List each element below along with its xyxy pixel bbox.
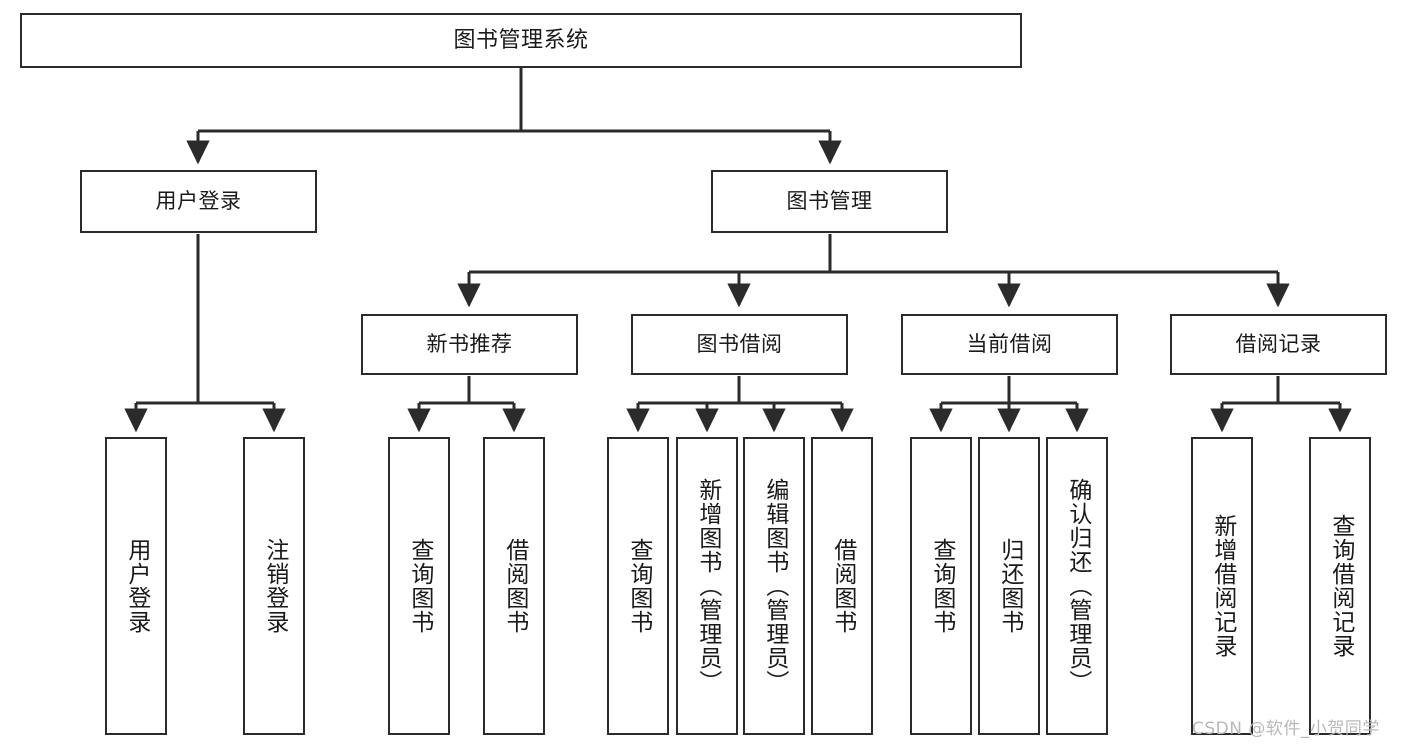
leaf-current-return-book-label: 归还图书 [996, 538, 1023, 634]
leaf-borrow-query-book[interactable]: 查询图书 [607, 437, 669, 735]
node-book-borrow-label: 图书借阅 [696, 332, 783, 357]
leaf-current-return-book[interactable]: 归还图书 [978, 437, 1040, 735]
node-new-book-recommend[interactable]: 新书推荐 [361, 314, 578, 375]
node-book-management-label: 图书管理 [786, 189, 873, 214]
node-current-borrow-label: 当前借阅 [966, 332, 1053, 357]
leaf-recommend-borrow-book[interactable]: 借阅图书 [483, 437, 545, 735]
node-borrow-record[interactable]: 借阅记录 [1170, 314, 1387, 375]
leaf-current-confirm-return[interactable]: 确认归还（管理员） [1046, 437, 1108, 735]
node-root[interactable]: 图书管理系统 [20, 13, 1022, 68]
leaf-record-add-record-label: 新增借阅记录 [1209, 514, 1236, 658]
leaf-record-query-record-label: 查询借阅记录 [1327, 514, 1354, 658]
leaf-borrow-query-book-label: 查询图书 [625, 538, 652, 634]
leaf-record-add-record[interactable]: 新增借阅记录 [1191, 437, 1253, 735]
node-borrow-record-label: 借阅记录 [1235, 332, 1322, 357]
node-new-book-recommend-label: 新书推荐 [426, 332, 513, 357]
leaf-current-query-book[interactable]: 查询图书 [910, 437, 972, 735]
leaf-user-login-logout[interactable]: 注销登录 [243, 437, 305, 735]
leaf-user-login-login[interactable]: 用户登录 [105, 437, 167, 735]
leaf-recommend-query-book[interactable]: 查询图书 [388, 437, 450, 735]
node-current-borrow[interactable]: 当前借阅 [901, 314, 1118, 375]
leaf-recommend-query-book-label: 查询图书 [406, 538, 433, 634]
leaf-borrow-add-book-label: 新增图书（管理员） [694, 478, 721, 694]
leaf-borrow-edit-book[interactable]: 编辑图书（管理员） [743, 437, 805, 735]
leaf-user-login-login-label: 用户登录 [123, 538, 150, 634]
leaf-borrow-borrow-book-label: 借阅图书 [829, 538, 856, 634]
leaf-record-query-record[interactable]: 查询借阅记录 [1309, 437, 1371, 735]
leaf-borrow-edit-book-label: 编辑图书（管理员） [761, 478, 788, 694]
node-book-management[interactable]: 图书管理 [711, 170, 948, 233]
leaf-user-login-logout-label: 注销登录 [261, 538, 288, 634]
leaf-borrow-borrow-book[interactable]: 借阅图书 [811, 437, 873, 735]
leaf-current-confirm-return-label: 确认归还（管理员） [1064, 478, 1091, 694]
leaf-borrow-add-book[interactable]: 新增图书（管理员） [676, 437, 738, 735]
node-user-login[interactable]: 用户登录 [80, 170, 317, 233]
leaf-current-query-book-label: 查询图书 [928, 538, 955, 634]
leaf-recommend-borrow-book-label: 借阅图书 [501, 538, 528, 634]
node-root-label: 图书管理系统 [453, 27, 589, 53]
node-user-login-label: 用户登录 [155, 189, 242, 214]
node-book-borrow[interactable]: 图书借阅 [631, 314, 848, 375]
